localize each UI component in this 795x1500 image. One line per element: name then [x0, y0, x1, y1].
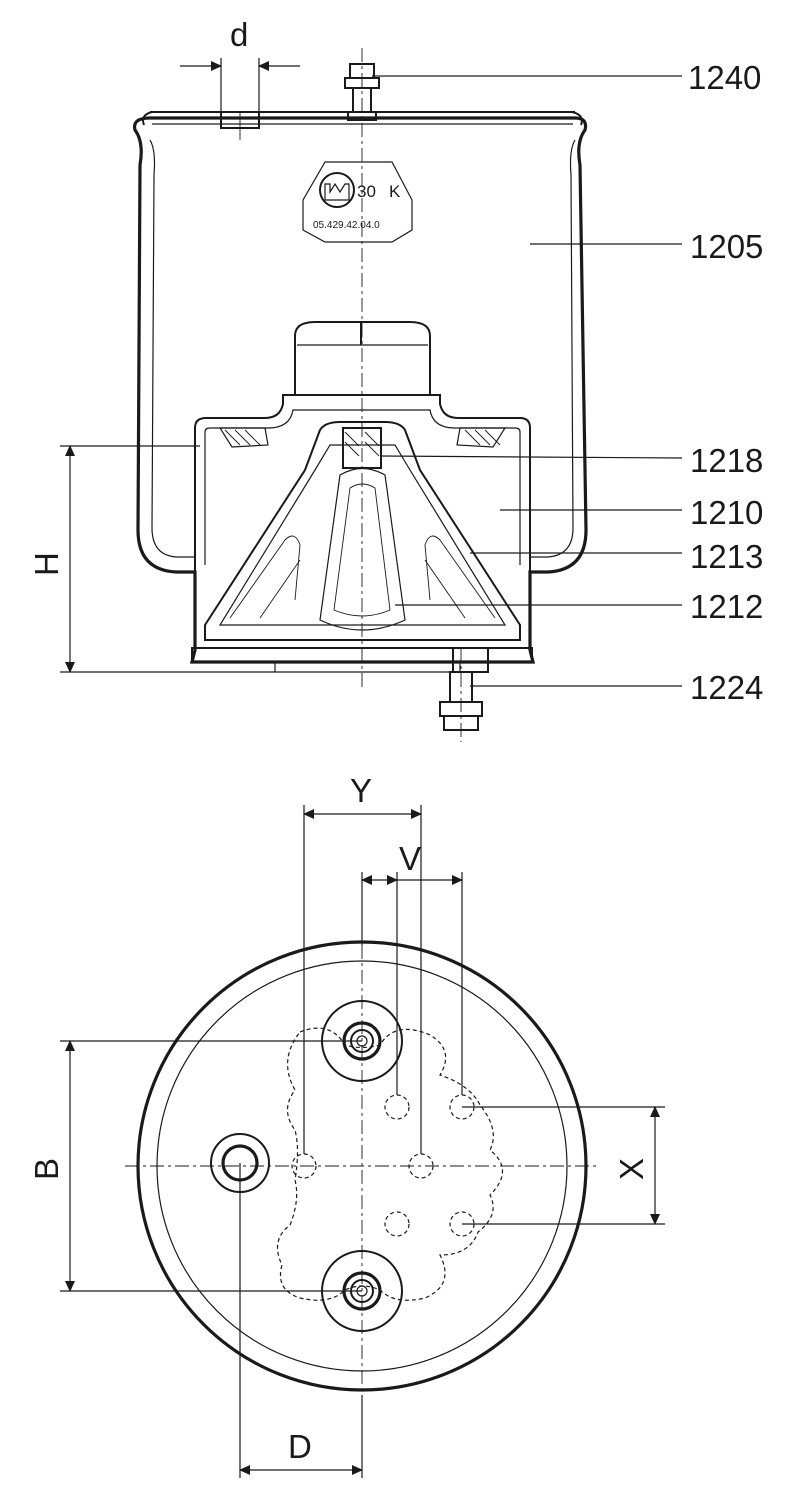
cone-web-left	[229, 535, 301, 619]
marking-suffix: K	[389, 182, 401, 201]
air-fitting-1224	[439, 647, 489, 731]
part-1240-label: 1240	[688, 59, 761, 96]
base-foot	[274, 662, 461, 673]
marking-code: 05.429.42.04.0	[313, 220, 380, 231]
dim-H-label: H	[28, 552, 65, 576]
dim-D-label: D	[288, 1428, 312, 1465]
pattern-holes	[291, 1094, 475, 1237]
part-1218-label: 1218	[690, 442, 763, 479]
dim-d-label: d	[230, 16, 248, 53]
side-view: 30 K 05.429.42.04.0 d H 1240 1205 1218 1…	[28, 16, 763, 742]
part-1224-label: 1224	[690, 669, 763, 706]
cone-web-right	[424, 535, 496, 619]
manufacturer-logo	[319, 172, 355, 208]
cone-rib-inner	[333, 483, 391, 617]
bottom-view: Y V B X D	[28, 772, 665, 1478]
bump-stop	[294, 321, 431, 395]
part-1213-label: 1213	[690, 538, 763, 575]
piston-cone	[204, 421, 521, 641]
piston-cone-inner	[218, 444, 507, 626]
piston	[194, 394, 531, 572]
marking-rating: 30	[357, 182, 376, 201]
marking-plate	[302, 161, 413, 243]
dim-X-label: X	[613, 1158, 650, 1180]
part-1205-label: 1205	[690, 228, 763, 265]
part-1212-label: 1212	[690, 588, 763, 625]
dim-V-label: V	[399, 840, 421, 877]
clamp-ring-left	[218, 427, 269, 448]
dim-Y-label: Y	[350, 772, 372, 809]
bellows-inner-wall	[149, 139, 576, 558]
clamp-ring-right	[456, 427, 507, 448]
dim-B-label: B	[28, 1158, 65, 1180]
piston-inner-line	[204, 409, 521, 565]
cone-rib	[319, 467, 406, 631]
part-1210-label: 1210	[690, 494, 763, 531]
piston-footprint	[276, 1027, 504, 1301]
